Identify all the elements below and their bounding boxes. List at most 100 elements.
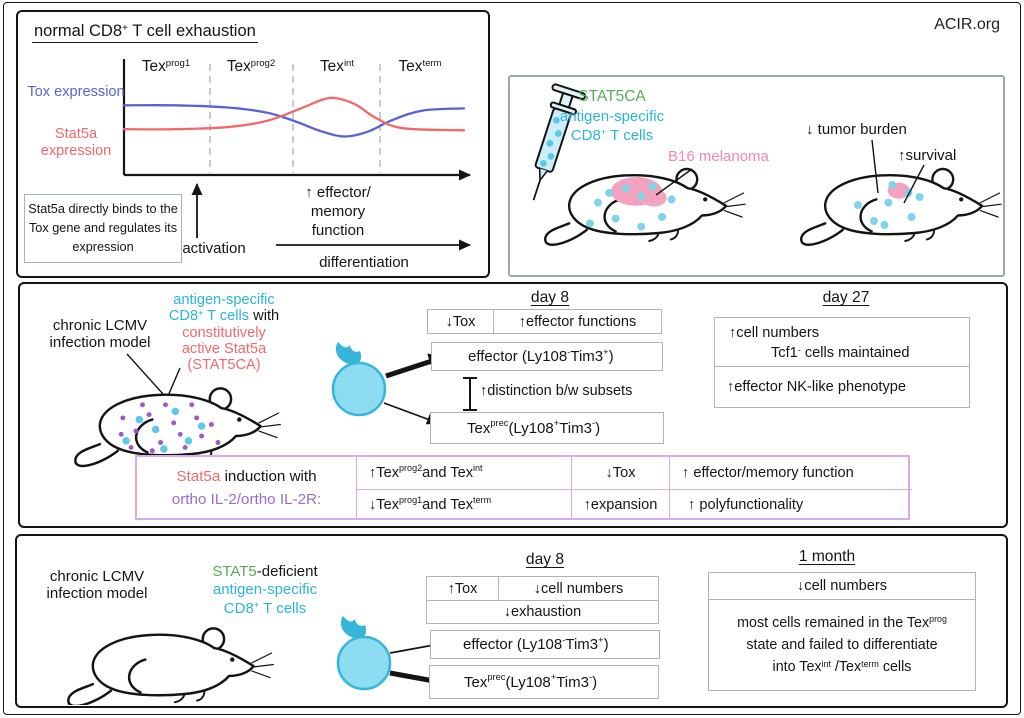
- tumor-burden-pointer-line: [871, 139, 879, 194]
- b16-melanoma-label: B16 melanoma: [668, 148, 769, 165]
- stat5a-expression-curve: [122, 96, 466, 132]
- stage-label-texint: Texint: [319, 58, 355, 75]
- activation-label: activation: [182, 240, 246, 257]
- day27-title: day 27: [822, 289, 870, 306]
- month1-body-line1: most cells remained in the Texprog: [737, 614, 947, 631]
- induction-c2r2: ↑expansion: [571, 489, 669, 520]
- stat5ca-cells-label: antigen-specific CD8+ T cells with const…: [148, 292, 300, 374]
- differentiation-label: differentiation: [319, 254, 409, 271]
- cells-line-4: active Stat5a: [181, 341, 267, 358]
- panel1-title: normal CD8+ T cell exhaustion: [32, 22, 258, 43]
- mouse-outcome: [800, 167, 1003, 246]
- acir-logo-text: ACIR.org: [934, 16, 1000, 33]
- effector-memory-annotation: ↑ effector/ memory function: [305, 184, 371, 239]
- survival-label: ↑survival: [898, 147, 957, 164]
- panel-stat5-deficient-lcmv: chronic LCMV infection model STAT5-defic…: [15, 534, 1008, 708]
- cells-line-2: CD8+ T cells with: [148, 307, 300, 325]
- weak-arrow-to-texprec: [383, 402, 439, 425]
- induction-label-cell: Stat5a induction with ortho IL-2/ortho I…: [137, 457, 356, 520]
- induction-with-words: induction with: [224, 468, 317, 486]
- stage-separators: [209, 64, 381, 173]
- effector-subset-box: effector (Ly108- Tim3+): [430, 630, 660, 659]
- tcell-icon: [336, 614, 392, 691]
- panel-stat5ca-lcmv: chronic LCMV infection model antigen-spe…: [18, 282, 1008, 528]
- month1-box: ↓cell numbers most cells remained in the…: [708, 572, 976, 691]
- tcell-blobs: [586, 182, 676, 231]
- distinction-label: ↑distinction b/w subsets: [480, 383, 633, 399]
- day27-box: ↑cell numbers Tcf1- cells maintained ↑ef…: [714, 317, 970, 408]
- month1-body: most cells remained in the Texprog state…: [709, 600, 975, 690]
- day8-cell-numbers-cell: ↓cell numbers: [533, 580, 624, 597]
- stat5a-induction-table: Stat5a induction with ortho IL-2/ortho I…: [135, 455, 912, 520]
- day8-title: day 8: [525, 551, 565, 568]
- stat5a-word: Stat5a: [176, 468, 221, 486]
- stat5a-tox-note: Stat5a directly binds to the Tox gene an…: [24, 194, 182, 264]
- panel-b16-melanoma: STAT5CA antigen-specific CD8+ T cells B1…: [508, 75, 1005, 277]
- legend-stat5a-expression: Stat5a expression: [40, 126, 112, 159]
- day8-row1: ↑Tox ↓cell numbers: [427, 577, 658, 601]
- day8-summary-table: ↑Tox ↓cell numbers ↓exhaustion: [426, 576, 659, 624]
- month1-body-line3: into Texint /Texterm cells: [772, 658, 912, 676]
- stage-label-texterm: Texterm: [398, 58, 442, 75]
- survival-pointer-line: [903, 164, 925, 204]
- induction-label-line1: Stat5a induction with: [176, 466, 316, 488]
- pointer-lines: [126, 353, 181, 397]
- stage-label-texprog1: Texprog1: [141, 58, 191, 75]
- mouse-lcmv-plain: [67, 627, 275, 705]
- mouse-treated: [544, 167, 747, 246]
- induction-c2r1: ↓Tox: [571, 457, 669, 489]
- cells-line-5: (STAT5CA): [187, 357, 261, 374]
- legend-tox-expression: Tox expression: [27, 84, 125, 100]
- day8-effector-functions-cell: ↑effector functions: [518, 313, 637, 330]
- distinction-bracket: [463, 377, 477, 411]
- mouse-lcmv-stat5ca: [74, 387, 282, 468]
- month1-body-line2: state and failed to differentiate: [746, 636, 938, 653]
- day8-summary-table: ↓Tox ↑effector functions: [427, 309, 662, 334]
- month1-cell-numbers: ↓cell numbers: [709, 573, 975, 600]
- cells-line-2-cyan: CD8+ T cells: [168, 307, 250, 325]
- month1-title: 1 month: [798, 548, 856, 565]
- stage-label-texprog2: Texprog2: [226, 58, 276, 75]
- induction-c3r1: ↑ effector/memory function: [669, 457, 912, 489]
- deficient-word: -deficient: [256, 563, 318, 580]
- day8-tox-cell: ↓Tox: [428, 310, 494, 333]
- stat5ca-label: STAT5CA: [578, 88, 646, 105]
- cells-line-3: CD8+ T cells: [223, 599, 307, 617]
- day27-nk-phenotype: ↑effector NK-like phenotype: [727, 379, 907, 395]
- panel-normal-exhaustion: normal CD8+ T cell exhaustion Texprog1 T…: [16, 10, 490, 278]
- tcell-blobs: [122, 407, 206, 453]
- tcell-blobs: [854, 181, 924, 229]
- cells-line-3: constitutively: [182, 324, 266, 341]
- cells-line-1: antigen-specific: [173, 292, 275, 308]
- syringe-icon: [532, 83, 587, 201]
- day27-cell-numbers: ↑cell numbers: [729, 325, 820, 341]
- day27-tcf1-maintained: Tcf1- cells maintained: [771, 344, 910, 362]
- cells-line-1: STAT5-deficient: [185, 563, 345, 581]
- tox-expression-curve: [122, 104, 466, 138]
- treated-cells-label-3: CD8+ T cells: [570, 127, 654, 144]
- lcmv-model-label: chronic LCMV infection model: [46, 568, 148, 603]
- stat5-deficient-cells-label: STAT5-deficient antigen-specific CD8+ T …: [185, 563, 345, 618]
- b16-illustration: [532, 83, 1003, 246]
- exhaustion-chart: [122, 59, 471, 251]
- cells-line-2: antigen-specific: [212, 581, 318, 599]
- stat5-word: STAT5: [212, 563, 257, 580]
- chart-axes: [122, 59, 471, 181]
- b16-pointer-line: [655, 168, 693, 196]
- cells-line-2-black: with: [253, 308, 280, 325]
- lcmv-model-label: chronic LCMV infection model: [49, 317, 151, 352]
- treated-cells-label-2: antigen-specific: [559, 108, 665, 125]
- tcell-icon: [331, 340, 387, 417]
- day8-exhaustion-cell: ↓exhaustion: [503, 604, 582, 620]
- treated-cells-label-1: STAT5CA: [538, 88, 686, 106]
- day27-row1: ↑cell numbers Tcf1- cells maintained: [715, 318, 969, 367]
- effector-subset-box: effector (Ly108- Tim3+): [431, 342, 663, 371]
- pointer-lines: [655, 139, 925, 204]
- panel1-title-text: normal CD8+ T cell exhaustion: [32, 22, 258, 43]
- day8-tox-cell: ↑Tox: [427, 577, 499, 600]
